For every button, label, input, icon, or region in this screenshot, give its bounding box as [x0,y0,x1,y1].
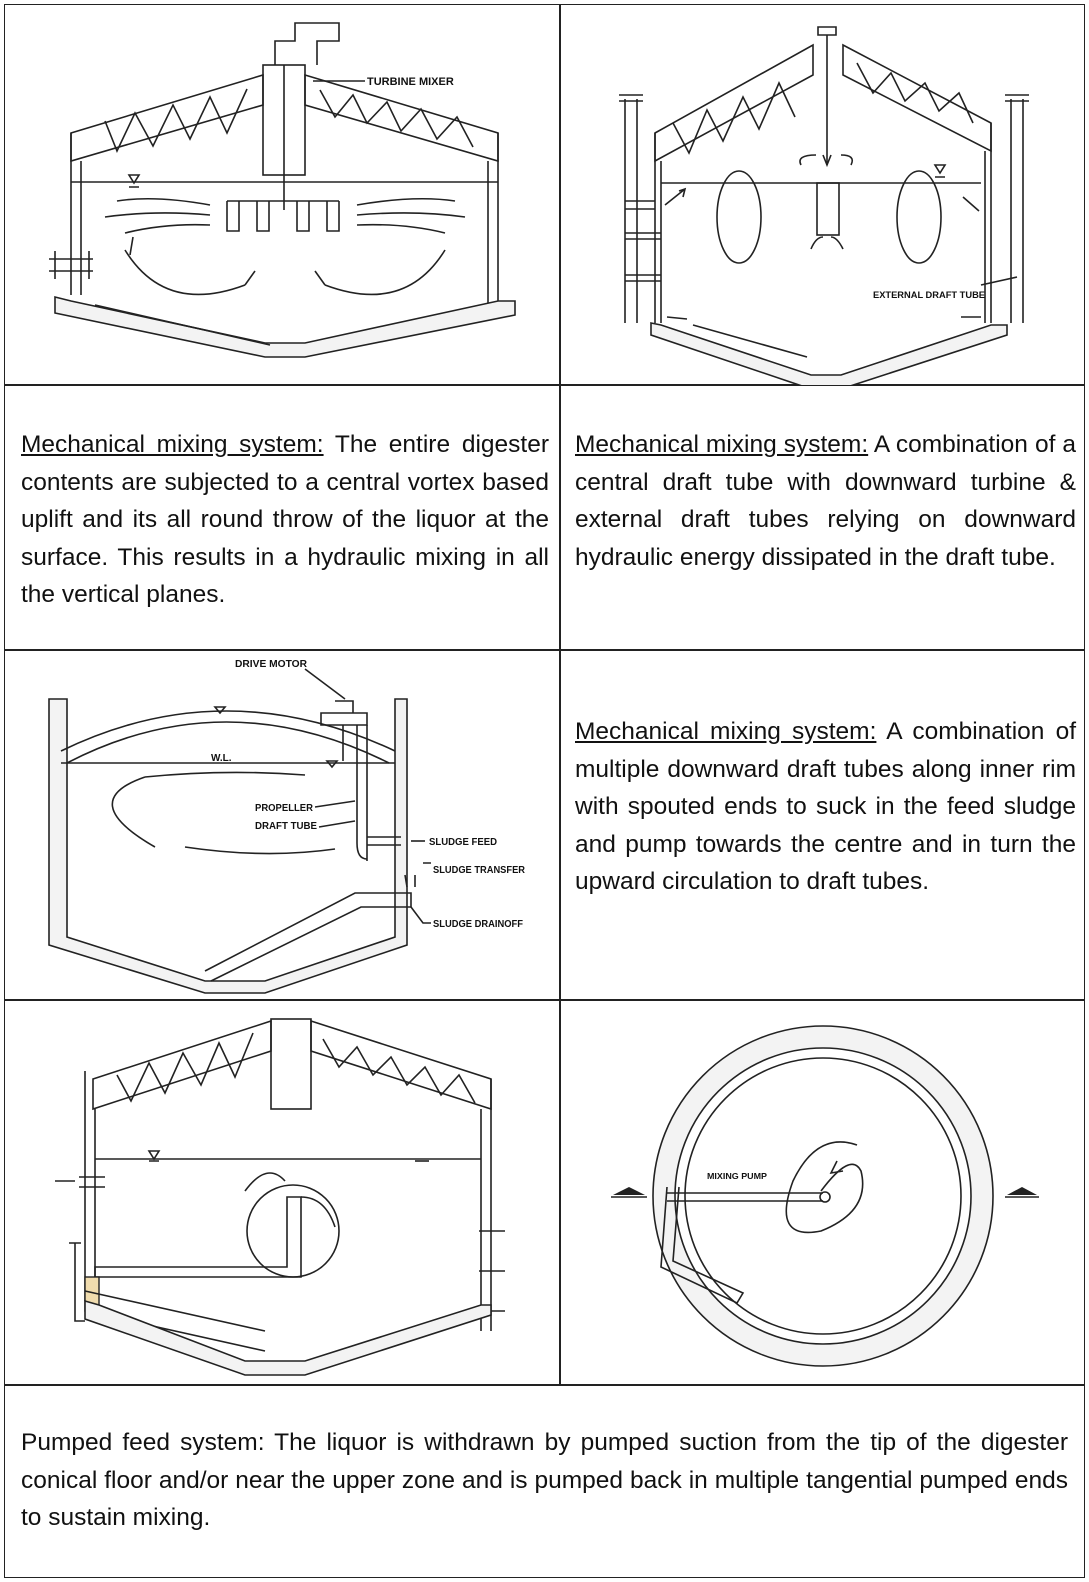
caption-pumped-feed: Pumped feed system: The liquor is withdr… [4,1385,1085,1578]
caption-propeller: Mechanical mixing system: A combination … [560,650,1085,1000]
sludge-feed-label: SLUDGE FEED [429,837,497,848]
propeller-draft-tube-diagram: DRIVE MOTOR W.L. PROPELLER DRAFT TUBE SL… [48,659,526,994]
diagram-cell-pumped-plan: MIXING PUMP [560,1000,1085,1385]
sludge-drainoff-label: SLUDGE DRAINOFF [433,919,523,930]
diagram-cell-pumped-section [4,1000,560,1385]
caption-body: A combination of multiple downward draft… [575,718,1076,895]
caption-heading: Mechanical mixing system: [575,718,877,745]
caption-turbine-mixer: Mechanical mixing system: The entire dig… [4,385,560,650]
caption-body: The entire digester contents are subject… [21,431,549,608]
pumped-feed-plan-diagram: MIXING PUMP [611,1025,1039,1367]
external-draft-tube-label: EXTERNAL DRAFT TUBE [873,290,985,301]
caption-heading: Mechanical mixing system: [21,431,324,458]
caption-heading: Mechanical mixing system: [575,431,869,458]
mixing-pump-label: MIXING PUMP [707,1171,767,1181]
diagram-cell-propeller: DRIVE MOTOR W.L. PROPELLER DRAFT TUBE SL… [4,650,560,1000]
caption-body: Pumped feed system: The liquor is withdr… [21,1429,1068,1531]
wl-label: W.L. [211,753,232,764]
turbine-mixer-digester-diagram: TURBINE MIXER [49,22,516,358]
pumped-feed-section-diagram [55,1018,505,1376]
draft-tube-label: DRAFT TUBE [255,821,317,832]
caption-body: A combination of a central draft tube wi… [575,431,1077,571]
turbine-mixer-label: TURBINE MIXER [367,76,454,88]
sludge-transfer-label: SLUDGE TRANSFER [433,865,526,876]
propeller-label: PROPELLER [255,803,314,814]
diagram-cell-draft-tube: EXTERNAL DRAFT TUBE [560,4,1085,386]
diagram-cell-turbine-mixer: TURBINE MIXER [4,4,560,385]
caption-draft-tube: Mechanical mixing system: A combination … [560,385,1085,650]
central-draft-tube-diagram: EXTERNAL DRAFT TUBE [619,26,1029,386]
figure-table: TURBINE MIXER [4,4,1085,1578]
drive-motor-label: DRIVE MOTOR [235,659,308,670]
